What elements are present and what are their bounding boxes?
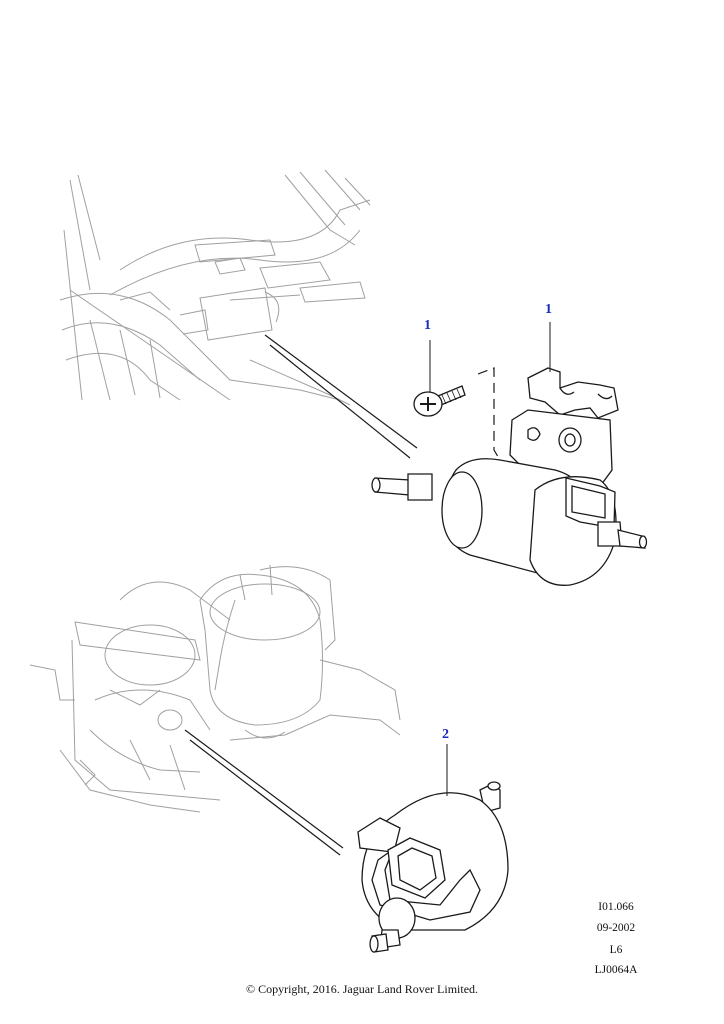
mounting-dashed-line [477, 367, 501, 461]
lower-context-view [29, 564, 401, 813]
upper-context-view [59, 169, 371, 406]
callout-screw: 1 [424, 318, 431, 333]
reference-drawing-number: LJ0064A [594, 964, 638, 976]
reference-variant: L6 [609, 944, 623, 956]
reference-code: I01.066 [598, 901, 634, 913]
screw-part [413, 385, 466, 417]
callout-filter: 2 [442, 727, 449, 742]
fuel-filter-part [357, 781, 509, 953]
copyright-notice: © Copyright, 2016. Jaguar Land Rover Lim… [245, 982, 479, 996]
lower-leader-lines [184, 729, 344, 856]
fuel-pump-assembly [371, 367, 648, 586]
callout-pump-bracket: 1 [545, 302, 552, 317]
reference-date: 09-2002 [596, 922, 636, 934]
upper-leader-lines [264, 334, 418, 459]
